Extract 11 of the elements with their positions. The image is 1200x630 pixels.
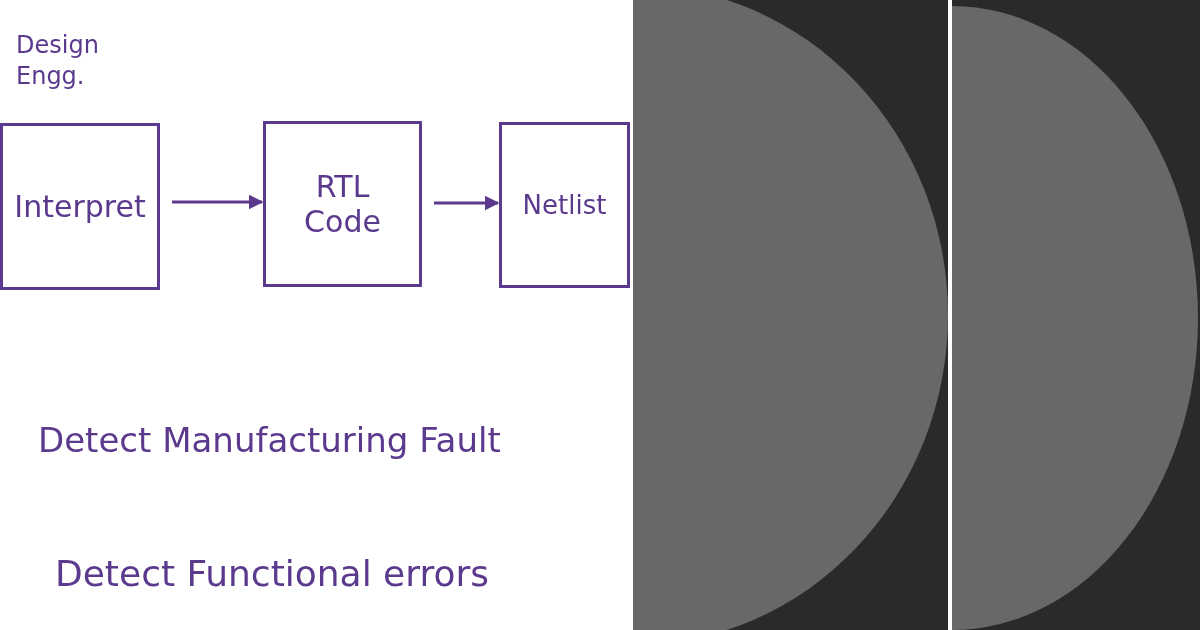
note-text: Detect Functional errors — [55, 553, 490, 594]
process-box — [499, 122, 630, 288]
arrow — [172, 194, 264, 210]
process-box — [263, 121, 422, 287]
box-label: Netlist — [522, 190, 607, 220]
heading-text: Design Engg. — [16, 30, 100, 93]
arrow — [434, 195, 500, 211]
note-text: Detect Manufacturing Fault — [38, 420, 501, 460]
box-label: Interpret — [14, 189, 146, 224]
box-label: RTL Code — [303, 169, 382, 239]
process-box — [0, 123, 160, 290]
